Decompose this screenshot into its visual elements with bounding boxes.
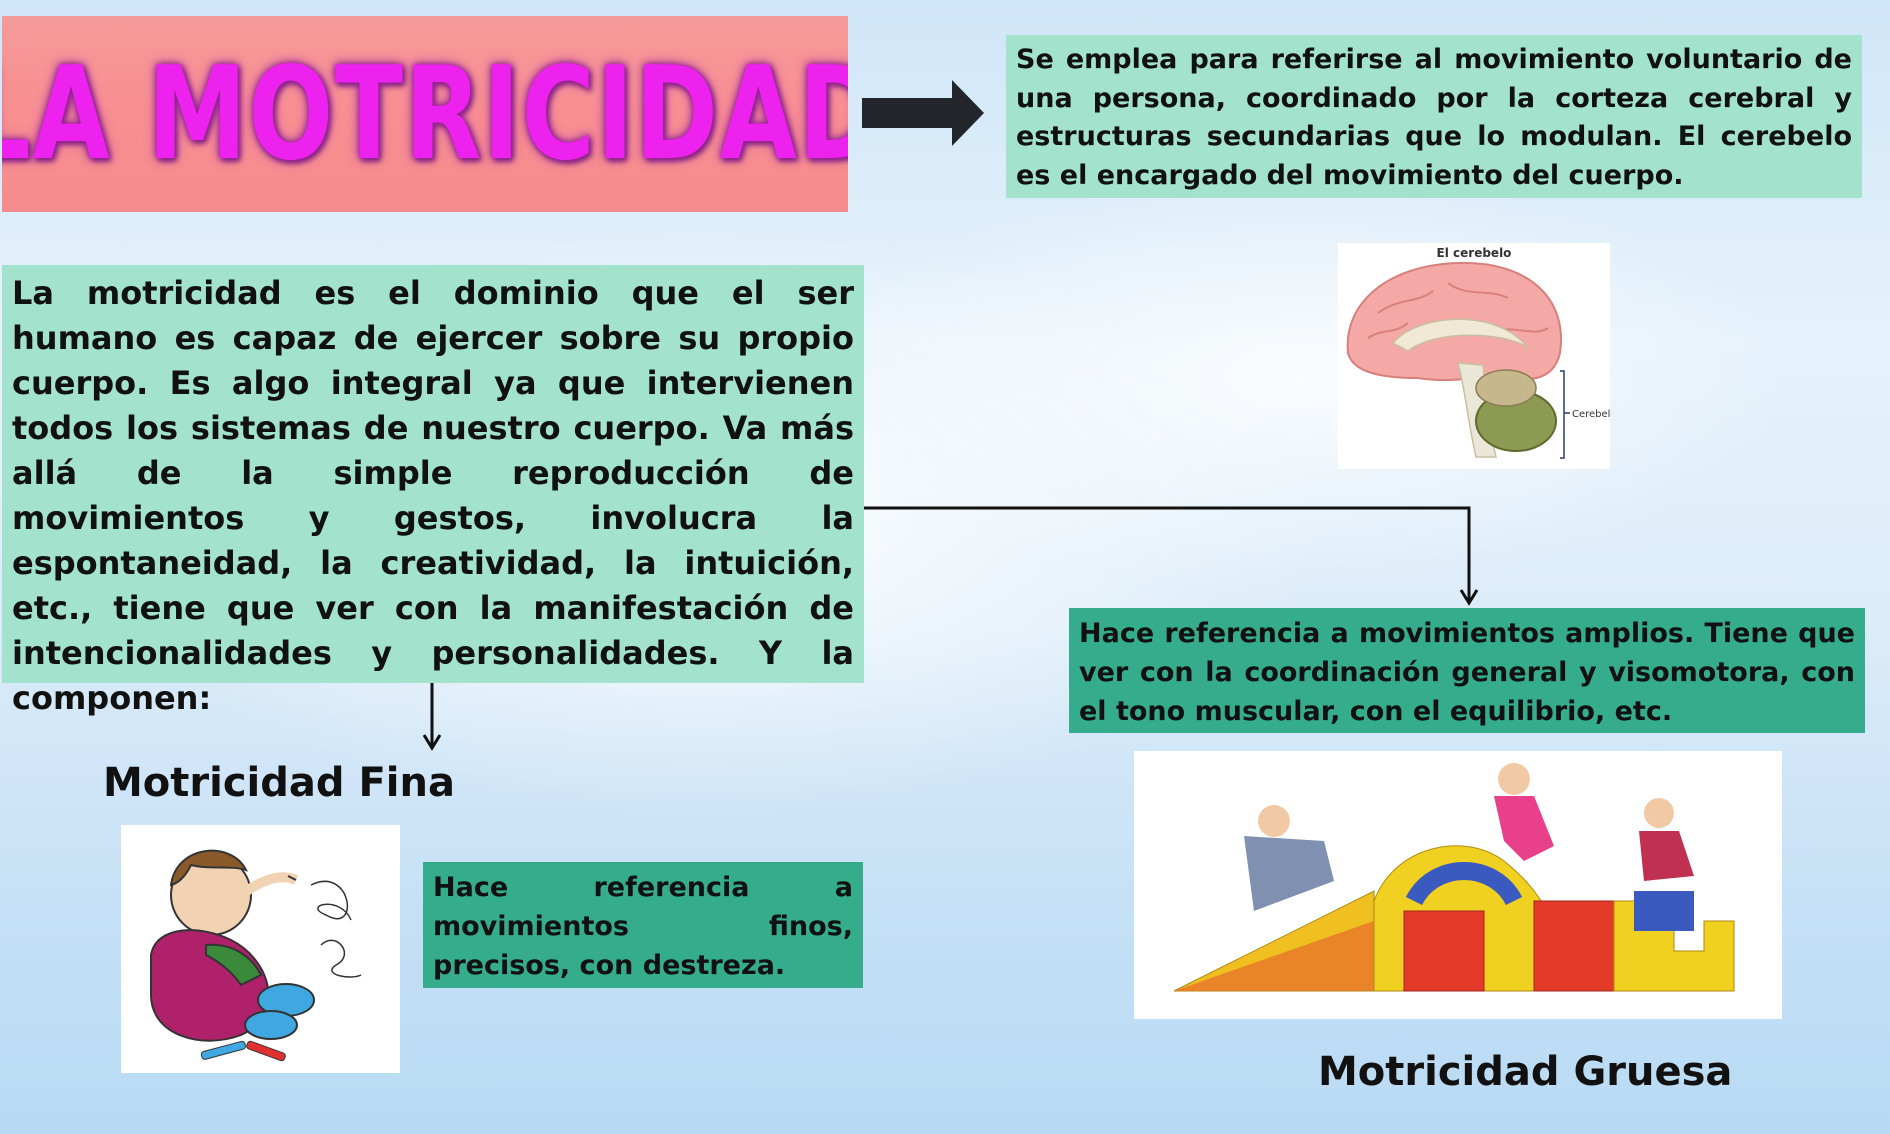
main-text-box: La motricidad es el dominio que el ser h… xyxy=(2,265,864,717)
connector-main-to-gruesa xyxy=(864,506,1471,600)
cerebelo-label: Cerebelo xyxy=(1572,409,1610,420)
corpus-callosum-icon xyxy=(1391,318,1529,352)
arrowhead-gruesa-icon xyxy=(1459,589,1479,606)
title-banner: LA MOTRICIDAD xyxy=(2,16,848,212)
arrowhead-fina-icon xyxy=(422,734,442,751)
motricidad-fina-text: Hace referencia a movimientos finos, pre… xyxy=(423,862,863,988)
motricidad-gruesa-text: Hace referencia a movimientos amplios. T… xyxy=(1069,608,1865,733)
kids-playing-image xyxy=(1134,751,1782,1019)
definition-box: Se emplea para referirse al movimiento v… xyxy=(1006,35,1862,198)
brain-caption: El cerebelo xyxy=(1437,246,1512,260)
child-drawing-image xyxy=(121,825,400,1073)
right-arrow-icon xyxy=(862,80,984,146)
page-title: LA MOTRICIDAD xyxy=(2,39,848,189)
motricidad-gruesa-label: Motricidad Gruesa xyxy=(1318,1049,1733,1095)
brain-image: El cerebelo Cerebelo xyxy=(1338,243,1610,469)
motricidad-fina-label: Motricidad Fina xyxy=(103,760,455,806)
